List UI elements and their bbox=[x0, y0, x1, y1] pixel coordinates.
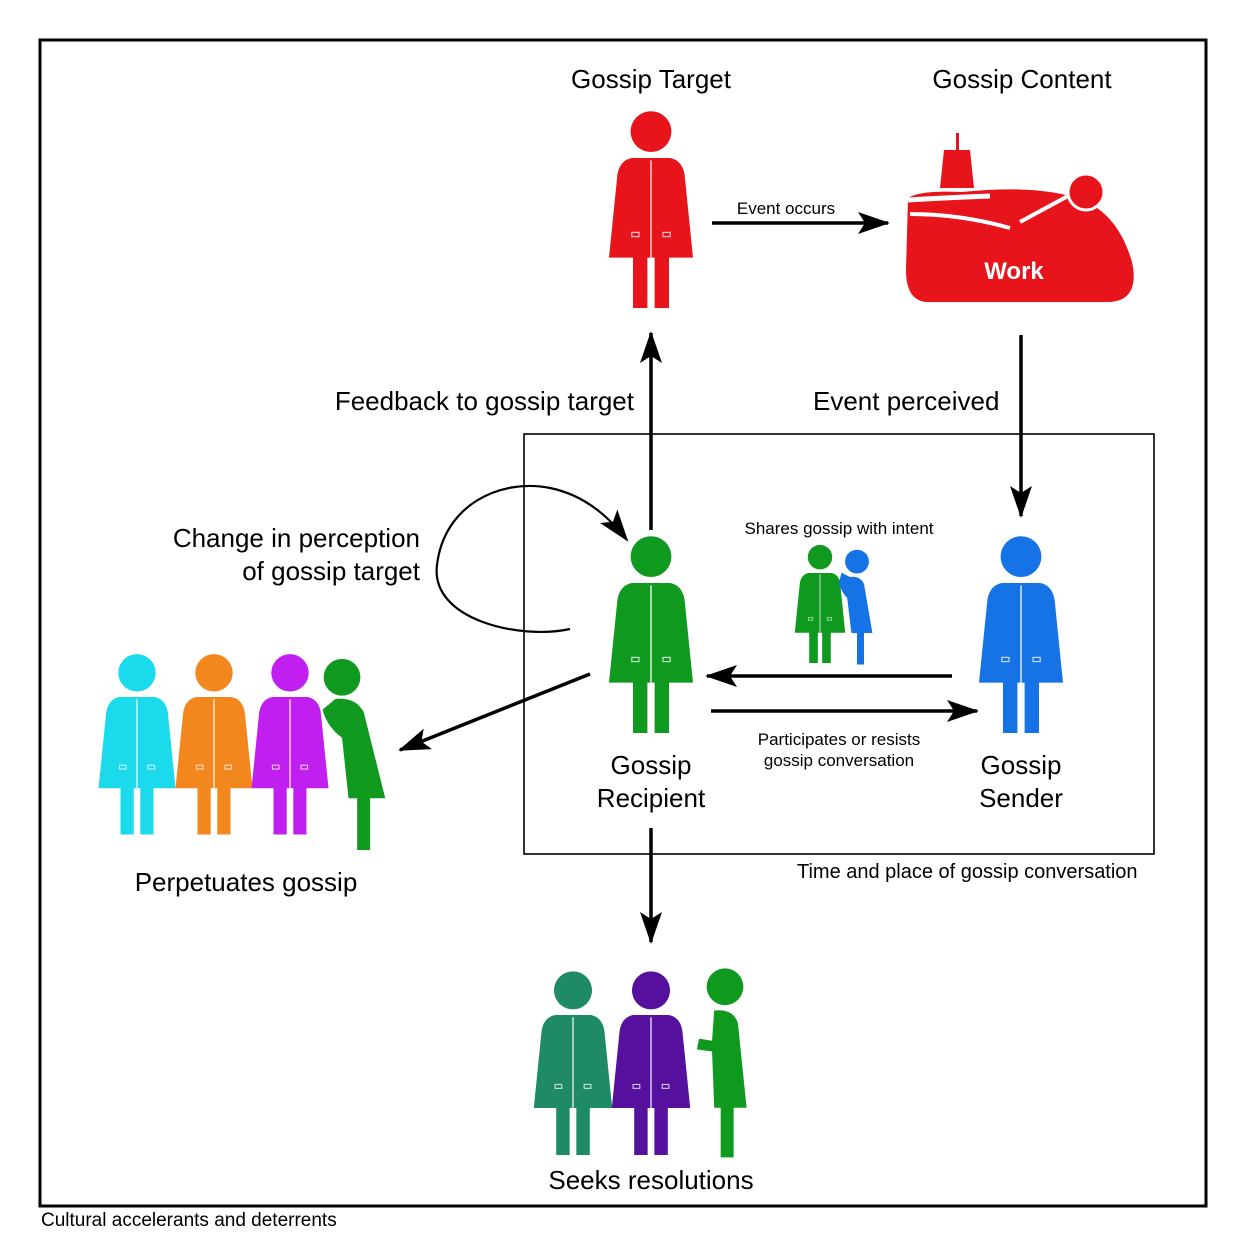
gossip-target-person-icon bbox=[608, 110, 694, 309]
cultural-label: Cultural accelerants and deterrents bbox=[41, 1210, 337, 1231]
participates-line2: gossip conversation bbox=[763, 751, 915, 770]
event-occurs-label: Event occurs bbox=[736, 199, 836, 218]
gossip-content-label: Gossip Content bbox=[932, 64, 1112, 94]
change-perception-loop bbox=[435, 484, 629, 633]
gossip-sender-line1: Gossip bbox=[980, 750, 1062, 780]
perpetuates-label: Perpetuates gossip bbox=[134, 867, 358, 897]
gossip-target-label: Gossip Target bbox=[571, 64, 731, 94]
feedback-label: Feedback to gossip target bbox=[334, 386, 634, 416]
gossip-recipient-person-icon bbox=[608, 535, 694, 734]
resolution-group-icon bbox=[533, 968, 747, 1158]
gossip-sender-line2: Sender bbox=[979, 783, 1063, 813]
change-perception-line2: of gossip target bbox=[242, 556, 420, 586]
time-place-label: Time and place of gossip conversation bbox=[797, 861, 1138, 883]
participates-line1: Participates or resists bbox=[757, 730, 921, 749]
whispering-pair-icon bbox=[794, 544, 873, 665]
change-perception-line1: Change in perception bbox=[172, 523, 420, 553]
event-perceived-label: Event perceived bbox=[813, 386, 1000, 416]
gossip-recipient-line2: Recipient bbox=[596, 783, 706, 813]
seeks-resolutions-label: Seeks resolutions bbox=[548, 1165, 754, 1195]
conversation-box bbox=[523, 433, 1155, 855]
gossip-sender-person-icon bbox=[978, 535, 1064, 734]
hospital-bed-icon bbox=[906, 133, 1134, 302]
perpetuates-arrow bbox=[398, 672, 591, 752]
work-label: Work bbox=[984, 258, 1044, 285]
gossip-recipient-line1: Gossip bbox=[610, 750, 692, 780]
shares-gossip-label: Shares gossip with intent bbox=[744, 519, 934, 538]
outer-frame bbox=[38, 38, 1208, 1208]
perpetuating-group-icon bbox=[97, 653, 386, 851]
